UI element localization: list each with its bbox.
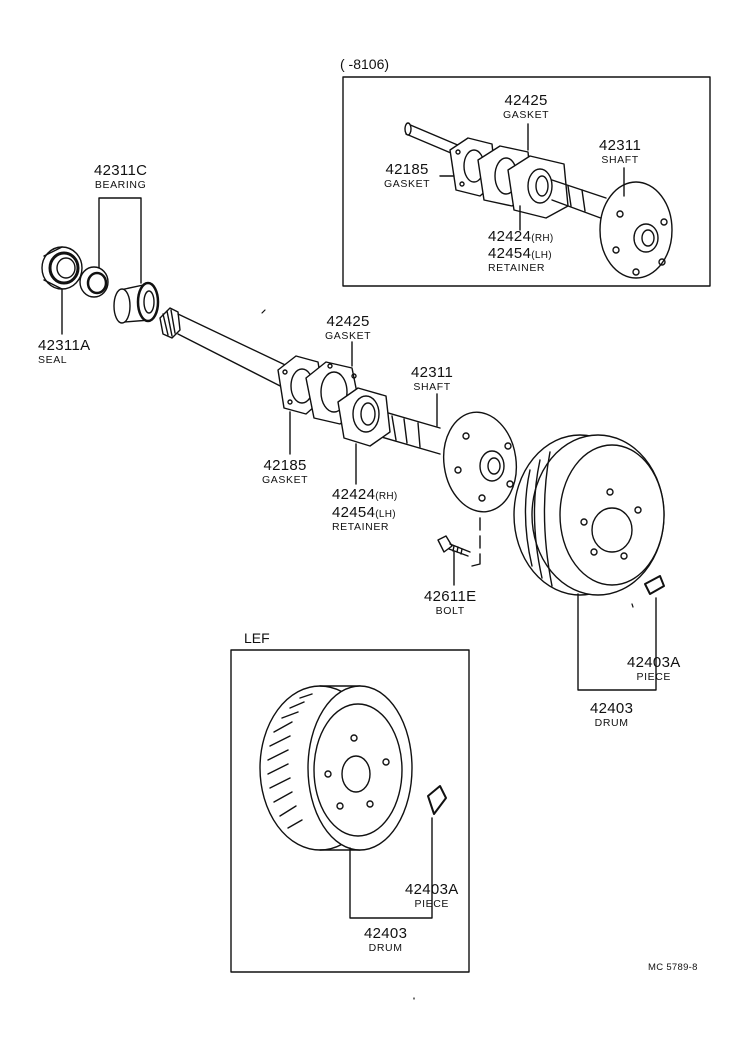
part-number: 42611E [424,588,477,605]
part-name: DRUM [594,717,629,729]
label-gasket-42185-box: 42185 GASKET [384,162,430,190]
part-number: 42311A [38,337,91,354]
drawing-code: MC 5789-8 [648,962,698,973]
bolt-dashed-guide [471,517,481,567]
part-number: 42425 [326,313,370,330]
scan-specks [261,309,634,1000]
part-name: DRUM [368,942,403,954]
lef-box-header: LEF [244,630,270,646]
bearing-cup-drawing [113,281,160,324]
label-shaft-42311-box: 42311 SHAFT [599,138,641,166]
part-name: PIECE [636,671,672,683]
variant-box-frame [342,76,711,287]
lef-box-frame [230,649,470,973]
label-retainer-main: 42424(RH) 42454(LH) RETAINER [332,487,398,533]
label-bolt-42611e: 42611E BOLT [424,589,476,617]
bearing-leader [98,197,142,284]
drum-lef-leader [349,817,433,919]
label-gasket-42425-main: 42425 GASKET [325,314,371,342]
part-number: 42311 [411,364,454,381]
variant-box-header: ( -8106) [340,56,390,72]
part-name: BEARING [94,179,147,191]
part-name: GASKET [325,330,372,342]
part-number: 42311C [94,162,148,179]
label-retainer-box: 42424(RH) 42454(LH) RETAINER [488,229,554,274]
part-name: SEAL [38,354,68,366]
part-number: 42185 [385,161,429,178]
variant-axle-drawing [404,122,673,279]
part-number-lh: 42454 [488,245,532,262]
part-number: 42403A [627,654,681,671]
part-number-rh: 42424 [332,486,376,503]
piece-42403a-lef-drawing [427,785,447,815]
part-number: 42403A [405,881,459,898]
label-drum-42403-main: 42403 DRUM [590,701,633,729]
seal-42311a-drawing [41,246,83,290]
part-number-rh: 42424 [488,228,532,245]
part-number: 42425 [504,92,548,109]
label-seal-42311a: 42311A SEAL [38,338,90,366]
part-number: 42311 [599,137,642,154]
part-number: 42403 [590,700,634,717]
part-name: RETAINER [488,262,546,274]
part-number: 42403 [364,925,408,942]
rh-suffix: (RH) [375,491,398,502]
label-piece-42403a-lef: 42403A PIECE [405,882,459,910]
rh-suffix: (RH) [531,233,554,244]
label-piece-42403a-main: 42403A PIECE [627,655,681,683]
bearing-inner-ring-drawing [79,266,109,298]
drum-main-leader [577,593,657,691]
retainer-main-drawing [337,387,391,447]
part-number-lh: 42454 [332,504,376,521]
part-name: PIECE [414,898,450,910]
part-name: SHAFT [601,154,639,166]
brake-drum-main-drawing [513,434,665,596]
part-name: GASKET [262,474,309,486]
part-name: SHAFT [413,381,451,393]
brake-drum-lef-drawing [259,685,413,851]
part-number: 42185 [263,457,307,474]
label-gasket-42425-box: 42425 GASKET [503,93,549,121]
label-gasket-42185-main: 42185 GASKET [262,458,308,486]
part-name: RETAINER [332,521,390,533]
part-name: BOLT [435,605,465,617]
bolt-42611e-drawing [437,535,471,557]
piece-42403a-main-drawing [644,575,665,595]
part-name: GASKET [384,178,431,190]
lh-suffix: (LH) [375,509,396,520]
label-shaft-42311-main: 42311 SHAFT [411,365,453,393]
lh-suffix: (LH) [531,250,552,261]
label-bearing-42311c: 42311C BEARING [94,163,147,191]
axle-shaft-drawing [159,307,518,513]
part-name: GASKET [503,109,550,121]
label-drum-42403-lef: 42403 DRUM [364,926,407,954]
